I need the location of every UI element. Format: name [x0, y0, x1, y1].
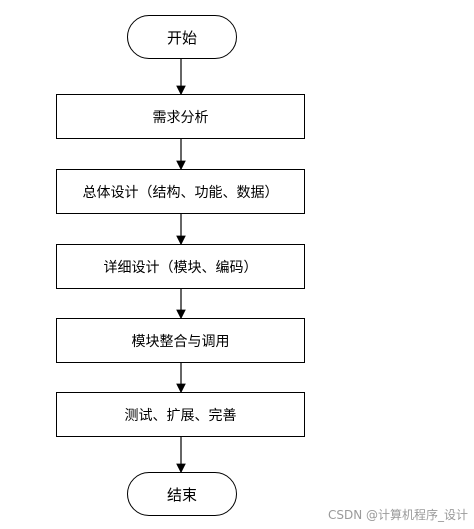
step-detailed-design: 详细设计（模块、编码） — [56, 244, 305, 289]
watermark: CSDN @计算机程序_设计 — [327, 508, 468, 522]
step-requirements-analysis: 需求分析 — [56, 94, 305, 139]
step-module-integration: 模块整合与调用 — [56, 318, 305, 363]
step-testing-extension: 测试、扩展、完善 — [56, 392, 305, 437]
end-node: 结束 — [127, 472, 237, 516]
step-overall-design: 总体设计（结构、功能、数据） — [56, 169, 305, 214]
start-node: 开始 — [127, 15, 237, 59]
